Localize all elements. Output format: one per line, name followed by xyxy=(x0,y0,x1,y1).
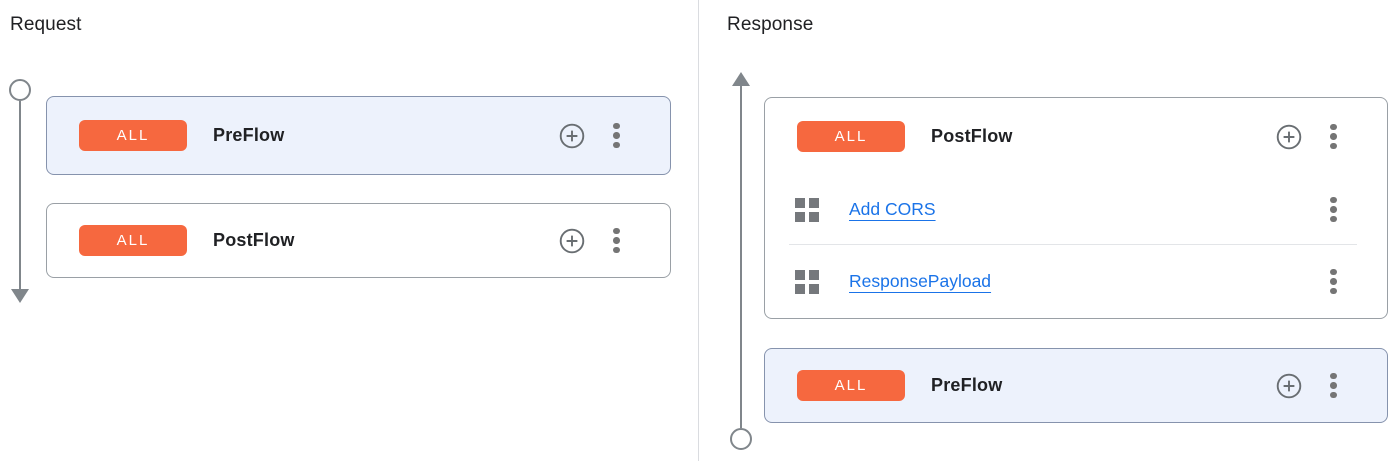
plus-circle-icon xyxy=(1276,124,1302,149)
add-policy-button[interactable] xyxy=(1276,124,1302,150)
flow-name: PreFlow xyxy=(931,375,1003,395)
kebab-menu-icon xyxy=(613,122,620,149)
flow-header-row: ALL PreFlow xyxy=(765,349,1387,422)
flow-name: PostFlow xyxy=(213,230,295,250)
flow-header-row: ALL PostFlow xyxy=(47,204,670,277)
add-policy-button[interactable] xyxy=(559,123,585,149)
policy-link-add-cors[interactable]: Add CORS xyxy=(849,199,936,219)
policy-grid-icon xyxy=(795,269,819,294)
request-preflow-card[interactable]: ALL PreFlow xyxy=(46,96,671,175)
panel-divider xyxy=(698,0,699,461)
condition-badge-all: ALL xyxy=(79,225,187,256)
flow-more-options-button[interactable] xyxy=(613,122,620,149)
response-postflow-card[interactable]: ALL PostFlow Add CORS xyxy=(764,97,1388,319)
arrow-down-icon xyxy=(11,289,29,303)
flow-name: PreFlow xyxy=(213,125,285,145)
policy-row-responsepayload: ResponsePayload xyxy=(765,245,1387,318)
condition-badge-all: ALL xyxy=(797,370,905,401)
plus-circle-icon xyxy=(559,123,585,148)
policy-link-responsepayload[interactable]: ResponsePayload xyxy=(849,271,992,291)
timeline-end-circle xyxy=(730,428,752,450)
response-panel-title: Response xyxy=(727,14,814,35)
add-policy-button[interactable] xyxy=(559,228,585,254)
kebab-menu-icon xyxy=(1330,196,1337,223)
condition-badge-all: ALL xyxy=(797,121,905,152)
kebab-menu-icon xyxy=(1330,123,1337,150)
kebab-menu-icon xyxy=(613,227,620,254)
policy-row-add-cors: Add CORS xyxy=(765,175,1387,244)
condition-badge-all: ALL xyxy=(79,120,187,151)
arrow-up-icon xyxy=(732,72,750,86)
policy-divider xyxy=(789,244,1357,245)
flow-more-options-button[interactable] xyxy=(1330,372,1337,399)
kebab-menu-icon xyxy=(1330,268,1337,295)
flow-more-options-button[interactable] xyxy=(1330,123,1337,150)
plus-circle-icon xyxy=(1276,373,1302,398)
timeline-start-circle xyxy=(9,79,31,101)
request-timeline xyxy=(9,79,31,303)
timeline-line xyxy=(740,86,742,428)
request-panel-title: Request xyxy=(10,14,82,35)
timeline-line xyxy=(19,101,21,289)
response-card-stack: ALL PostFlow Add CORS xyxy=(764,97,1388,423)
flow-more-options-button[interactable] xyxy=(613,227,620,254)
response-preflow-card[interactable]: ALL PreFlow xyxy=(764,348,1388,423)
flow-name: PostFlow xyxy=(931,126,1013,146)
response-timeline xyxy=(730,72,752,450)
policy-grid-icon xyxy=(795,197,819,222)
request-card-stack: ALL PreFlow ALL PostFlow xyxy=(46,96,671,278)
plus-circle-icon xyxy=(559,228,585,253)
policy-more-options-button[interactable] xyxy=(1330,196,1337,223)
add-policy-button[interactable] xyxy=(1276,373,1302,399)
flow-header-row: ALL PostFlow xyxy=(765,98,1387,175)
request-postflow-card[interactable]: ALL PostFlow xyxy=(46,203,671,278)
policy-more-options-button[interactable] xyxy=(1330,268,1337,295)
kebab-menu-icon xyxy=(1330,372,1337,399)
flow-header-row: ALL PreFlow xyxy=(47,97,670,174)
